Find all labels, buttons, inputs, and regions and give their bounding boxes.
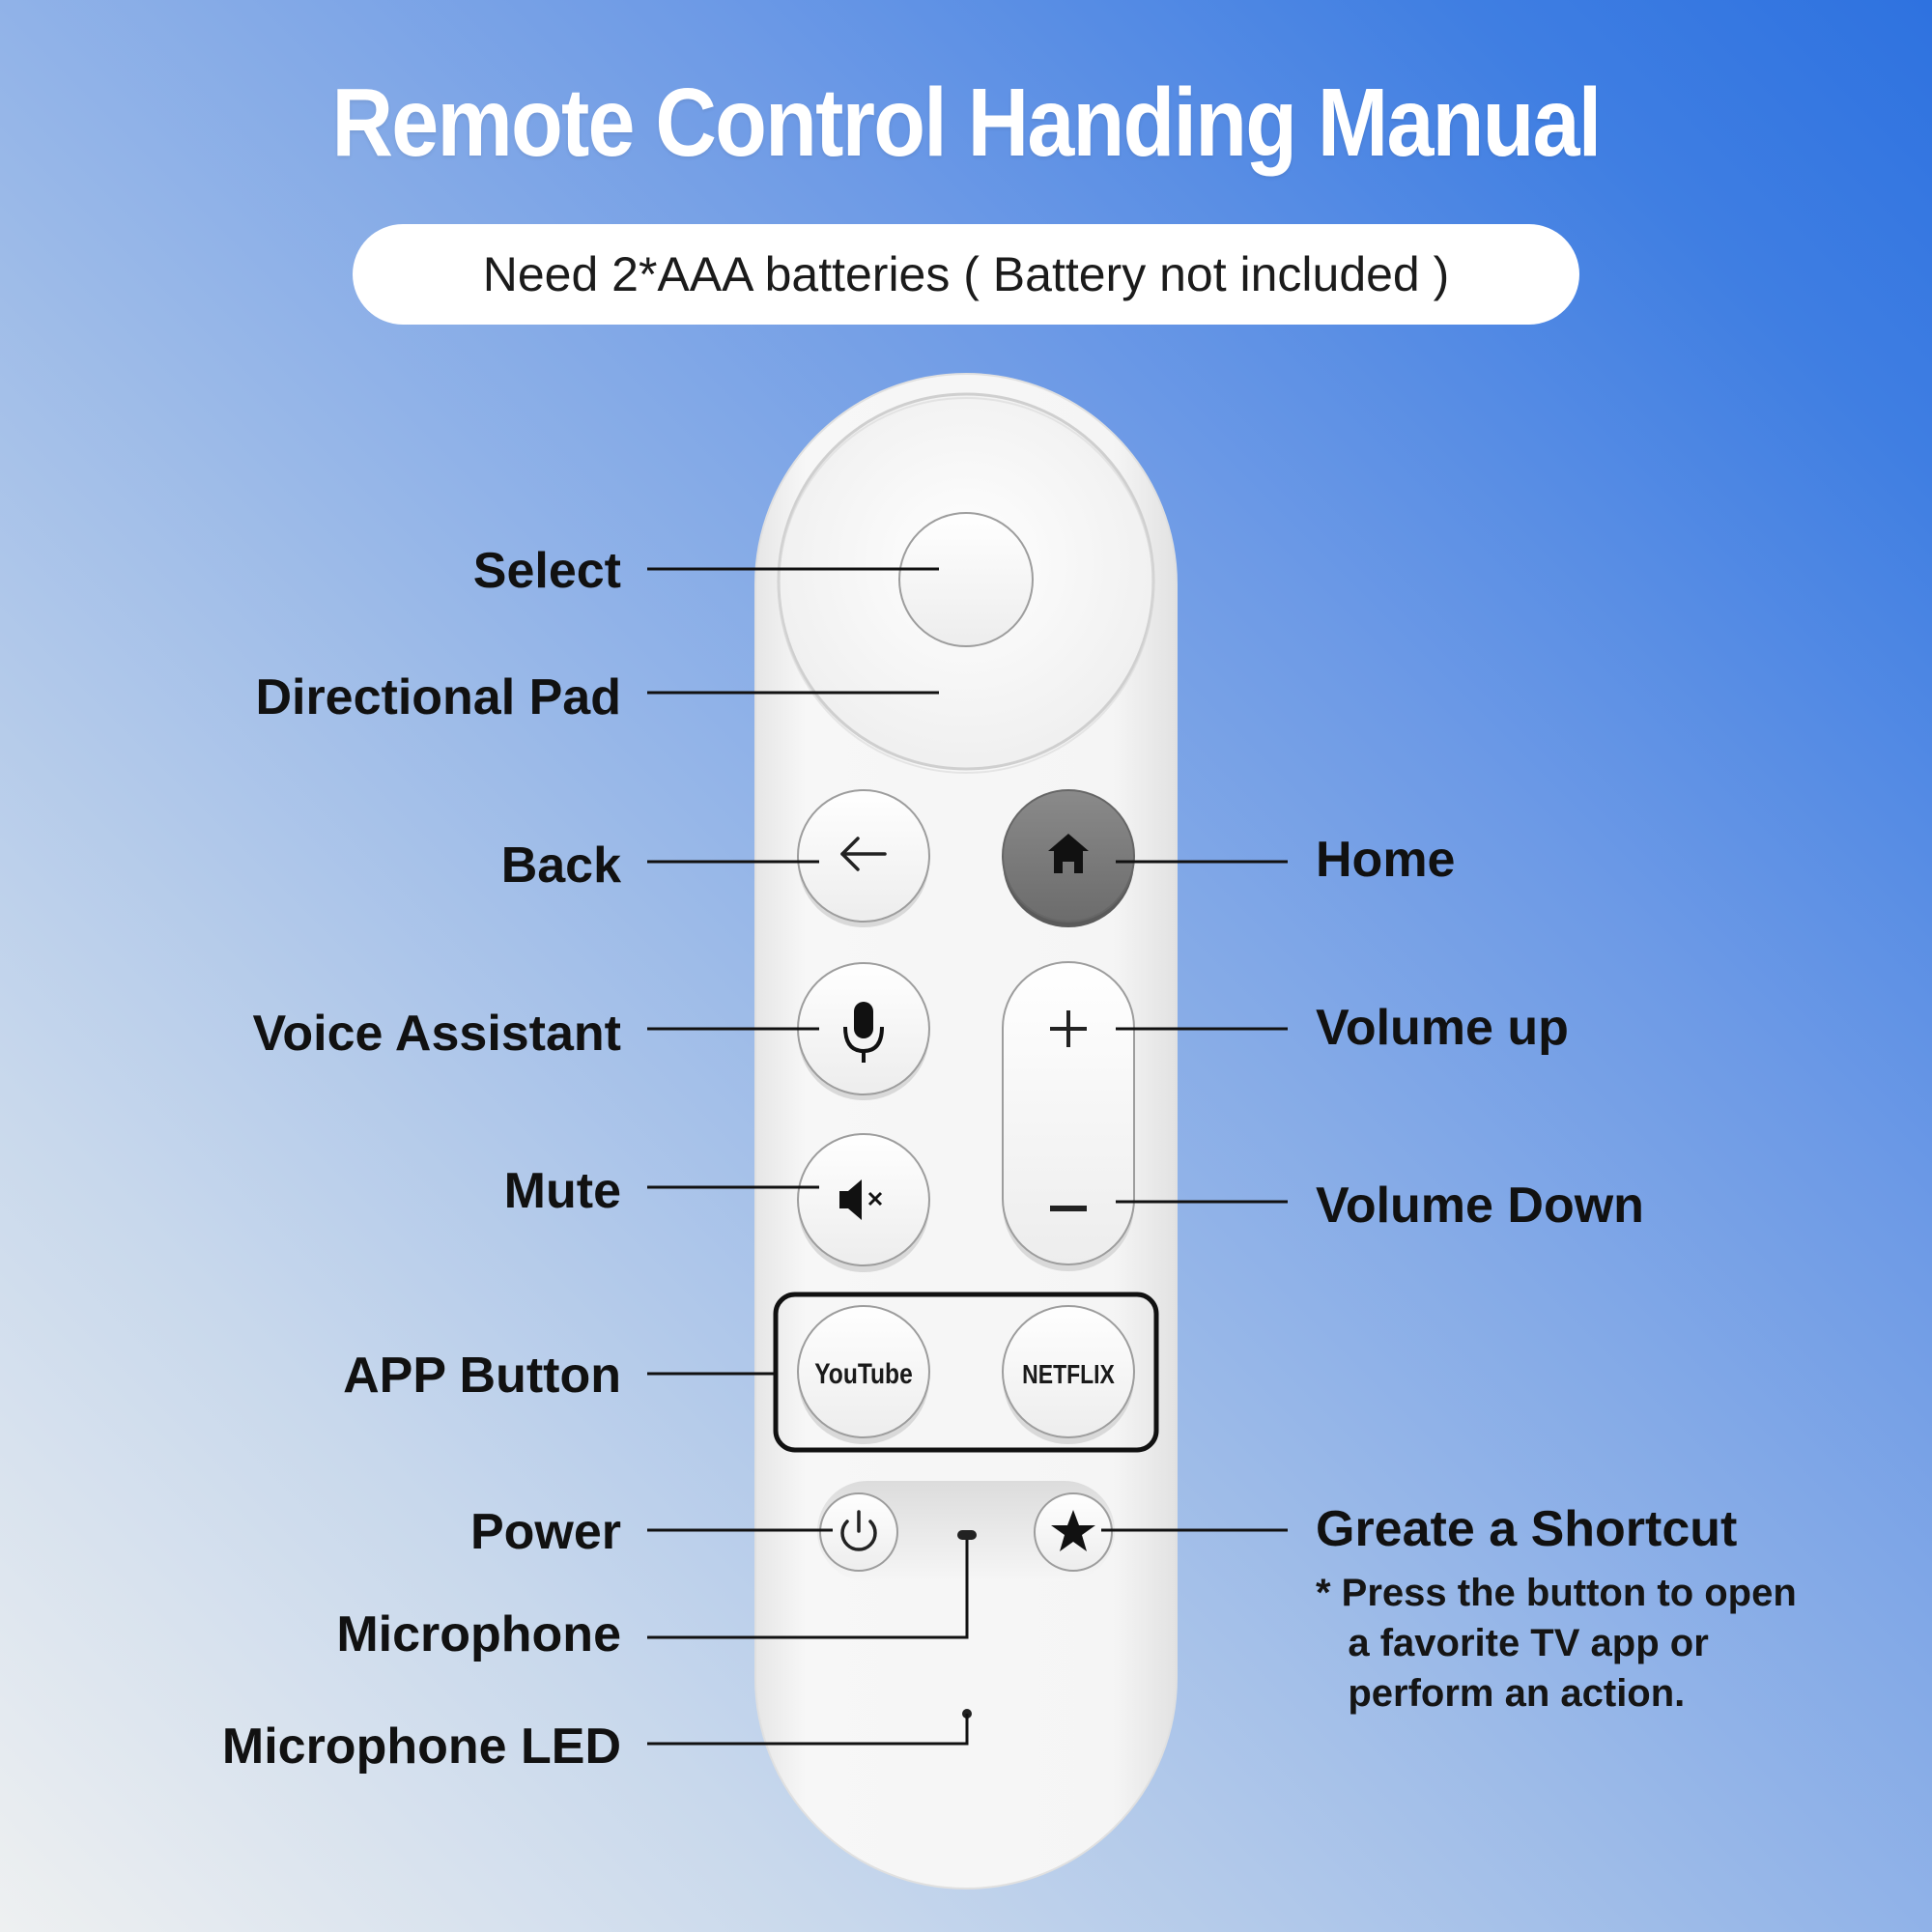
plus-icon xyxy=(1050,1010,1087,1047)
arrow-left-icon xyxy=(840,837,887,871)
mute-button[interactable] xyxy=(797,1133,930,1266)
microphone-hole xyxy=(957,1530,977,1540)
label-shortcut: Greate a Shortcut xyxy=(1316,1501,1738,1557)
star-icon xyxy=(1051,1510,1095,1551)
label-volume-up: Volume up xyxy=(1316,1000,1569,1056)
label-back: Back xyxy=(500,838,621,894)
back-button[interactable] xyxy=(797,789,930,923)
netflix-label: NETFLIX xyxy=(1022,1360,1115,1390)
label-mute: Mute xyxy=(503,1163,621,1219)
power-icon xyxy=(840,1510,877,1551)
page-title: Remote Control Handing Manual xyxy=(331,69,1603,177)
home-icon xyxy=(1048,834,1089,873)
label-volume-down: Volume Down xyxy=(1316,1178,1644,1234)
label-power: Power xyxy=(469,1504,621,1560)
battery-note-text: Need 2*AAA batteries ( Battery not inclu… xyxy=(482,247,1450,301)
label-select: Select xyxy=(472,543,621,599)
label-microphone: Microphone xyxy=(336,1606,621,1662)
label-directional-pad: Directional Pad xyxy=(255,669,621,725)
youtube-label: YouTube xyxy=(814,1357,913,1390)
label-voice-assistant: Voice Assistant xyxy=(252,1006,621,1062)
leader-lines xyxy=(647,567,1288,1746)
label-app-button: APP Button xyxy=(343,1348,621,1404)
youtube-button[interactable] xyxy=(797,1305,930,1438)
label-microphone-led: Microphone LED xyxy=(221,1719,621,1775)
label-home: Home xyxy=(1316,832,1456,888)
select-button[interactable] xyxy=(898,512,1034,647)
battery-note-badge: Need 2*AAA batteries ( Battery not inclu… xyxy=(353,224,1579,325)
microphone-icon xyxy=(843,1002,884,1063)
netflix-button[interactable] xyxy=(1002,1305,1135,1438)
shortcut-note: * Press the button to open a favorite TV… xyxy=(1316,1572,1797,1715)
volume-rocker[interactable] xyxy=(1002,961,1135,1265)
speaker-mute-icon xyxy=(839,1179,883,1220)
